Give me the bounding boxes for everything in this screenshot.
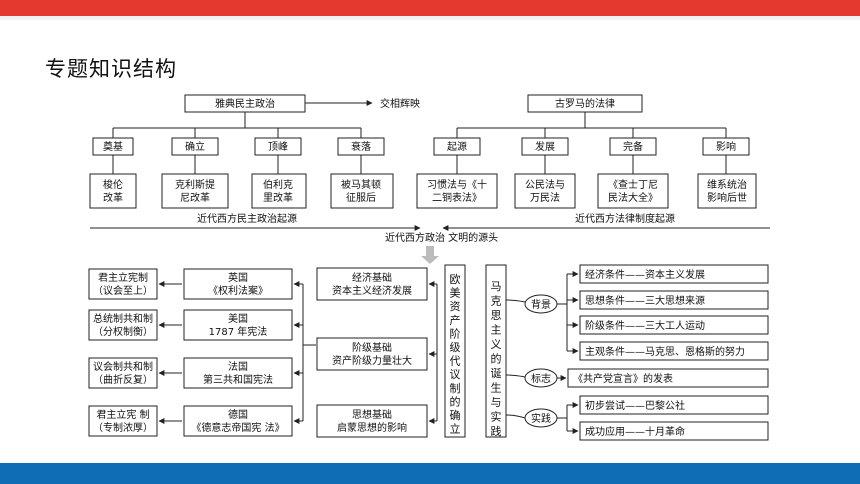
doc-line: 《德意志帝国宪 法》 bbox=[191, 421, 284, 434]
system-line: 议会制共和制 bbox=[93, 360, 153, 373]
system-line: （曲折反复） bbox=[93, 373, 153, 386]
greece-cat-0: 奠基 梭伦 改革 bbox=[89, 128, 137, 209]
doc-line: 法国 bbox=[228, 360, 248, 373]
base-line: 思想基础 bbox=[352, 408, 392, 421]
marxism-box bbox=[485, 264, 507, 438]
greece-cat-2: 顶峰 伯利克 里改革 bbox=[251, 128, 307, 209]
greece-item-line: 改革 bbox=[103, 191, 123, 204]
sign-item: 《共产党宣言》的发表 bbox=[567, 368, 769, 388]
greece-root-label: 雅典民主政治 bbox=[215, 97, 275, 110]
doc-line: 英国 bbox=[228, 271, 248, 284]
doc-line: 德国 bbox=[228, 408, 248, 421]
rome-item-line: 维系统治 bbox=[707, 178, 747, 191]
top-red-bar bbox=[0, 0, 860, 16]
system-line: 总统制共和制 bbox=[93, 312, 153, 325]
doc-line: 《权利法案》 bbox=[208, 284, 268, 297]
greece-cat-label: 衰落 bbox=[351, 140, 371, 153]
system-line: （专制浓厚） bbox=[93, 421, 153, 434]
base-box-1: 阶级基础 资产阶级力量壮大 bbox=[316, 337, 428, 371]
doc-line: 1787 年宪法 bbox=[209, 325, 268, 338]
rome-cat-0: 起源 习惯法与《十 二铜表法》 bbox=[416, 128, 498, 209]
practice-item-0: 初步尝试——巴黎公社 bbox=[579, 395, 769, 415]
bottom-blue-bar bbox=[0, 463, 860, 484]
rome-cat-label: 完备 bbox=[623, 140, 643, 153]
sign-connector bbox=[505, 374, 526, 378]
rome-item-line: 民法大全》 bbox=[608, 191, 658, 204]
base-line: 资本主义经济发展 bbox=[332, 284, 412, 297]
central-label: 欧美资产阶级代议制的确立 bbox=[450, 273, 461, 436]
country-row-2: 议会制共和制 （曲折反复） 法国 第三共和国宪法 bbox=[88, 357, 293, 389]
greece-cat-label: 顶峰 bbox=[268, 141, 288, 153]
practice-label: 实践 bbox=[531, 412, 551, 425]
greece-item-line: 克利斯提 bbox=[175, 178, 215, 191]
practice-item-text: 成功应用——十月革命 bbox=[585, 425, 685, 438]
background-item-1: 思想条件——三大思想来源 bbox=[579, 290, 769, 310]
country-row-3: 君主立宪 制 （专制浓厚） 德国 《德意志帝国宪 法》 bbox=[88, 405, 293, 437]
background-item-text: 经济条件——资本主义发展 bbox=[585, 268, 705, 281]
rome-source-label: 近代西方法律制度起源 bbox=[575, 212, 675, 225]
background-label: 背景 bbox=[531, 298, 551, 311]
marxism-label: 马克思主义的诞生与实践 bbox=[491, 280, 502, 438]
practice-connector bbox=[505, 414, 526, 419]
greece-item-line: 征服后 bbox=[346, 192, 376, 204]
greece-side-label: 交相辉映 bbox=[380, 97, 420, 110]
system-line: （议会至上） bbox=[93, 284, 153, 297]
rome-item-line: 公民法与 bbox=[525, 178, 565, 191]
rome-cat-label: 影响 bbox=[716, 140, 736, 153]
system-line: （分权制衡） bbox=[93, 325, 153, 338]
rome-item-line: 习惯法与《十 bbox=[427, 178, 487, 191]
central-box bbox=[444, 264, 466, 438]
system-line: 君主立宪 制 bbox=[96, 408, 149, 421]
greece-source-label: 近代西方民主政治起源 bbox=[197, 212, 297, 225]
base-box-0: 经济基础 资本主义经济发展 bbox=[316, 267, 428, 301]
system-line: 君主立宪制 bbox=[98, 271, 148, 284]
background-item-0: 经济条件——资本主义发展 bbox=[579, 264, 769, 284]
doc-line: 美国 bbox=[228, 312, 248, 325]
country-row-1: 总统制共和制 （分权制衡） 美国 1787 年宪法 bbox=[88, 309, 293, 341]
background-item-text: 主观条件——马克思、恩格斯的努力 bbox=[585, 345, 745, 358]
center-caption: 近代西方政治 文明的源头 bbox=[385, 231, 498, 244]
practice-item-1: 成功应用——十月革命 bbox=[579, 421, 769, 441]
rome-item-line: 二铜表法》 bbox=[432, 191, 482, 204]
greece-cat-label: 确立 bbox=[185, 140, 205, 153]
base-line: 资产阶级力量壮大 bbox=[332, 354, 412, 367]
background-item-2: 阶级条件——三大工人运动 bbox=[579, 315, 769, 335]
sign-label: 标志 bbox=[531, 372, 551, 385]
base-box-2: 思想基础 启蒙思想的影响 bbox=[316, 404, 428, 438]
doc-line: 第三共和国宪法 bbox=[203, 373, 273, 386]
greece-item-line: 尼改革 bbox=[180, 191, 210, 204]
rome-cat-label: 发展 bbox=[535, 140, 555, 153]
greece-item-line: 被马其顿 bbox=[341, 178, 381, 191]
background-item-text: 阶级条件——三大工人运动 bbox=[585, 319, 705, 332]
rome-item-line: 万民法 bbox=[530, 191, 560, 204]
base-line: 阶级基础 bbox=[352, 341, 392, 354]
rome-root-label: 古罗马的法律 bbox=[555, 97, 615, 110]
practice-item-text: 初步尝试——巴黎公社 bbox=[585, 399, 685, 412]
greece-cat-3: 衰落 被马其顿 征服后 bbox=[330, 128, 394, 209]
rome-item-line: 《查士丁尼 bbox=[608, 178, 658, 191]
greece-item-line: 伯利克 bbox=[263, 178, 293, 191]
sign-item-text: 《共产党宣言》的发表 bbox=[573, 372, 673, 385]
background-item-text: 思想条件——三大思想来源 bbox=[585, 294, 705, 307]
base-line: 启蒙思想的影响 bbox=[337, 421, 407, 434]
top-gray-strip bbox=[0, 16, 860, 20]
base-line: 经济基础 bbox=[352, 271, 392, 284]
greece-cat-1: 确立 克利斯提 尼改革 bbox=[161, 128, 229, 209]
rome-cat-3: 影响 维系统治 影响后世 bbox=[697, 128, 757, 209]
greece-item-line: 梭伦 bbox=[103, 178, 123, 191]
down-arrow-icon bbox=[421, 246, 439, 264]
page-title: 专题知识结构 bbox=[45, 57, 177, 81]
background-connector bbox=[505, 299, 526, 303]
background-item-3: 主观条件——马克思、恩格斯的努力 bbox=[579, 341, 769, 361]
greece-item-line: 里改革 bbox=[263, 191, 293, 204]
greece-cat-label: 奠基 bbox=[103, 140, 123, 153]
rome-cat-label: 起源 bbox=[447, 140, 467, 153]
rome-item-line: 影响后世 bbox=[707, 191, 747, 204]
rome-cat-1: 发展 公民法与 万民法 bbox=[514, 128, 576, 209]
rome-cat-2: 完备 《查士丁尼 民法大全》 bbox=[597, 128, 669, 209]
country-row-0: 君主立宪制 （议会至上） 英国 《权利法案》 bbox=[88, 268, 293, 300]
